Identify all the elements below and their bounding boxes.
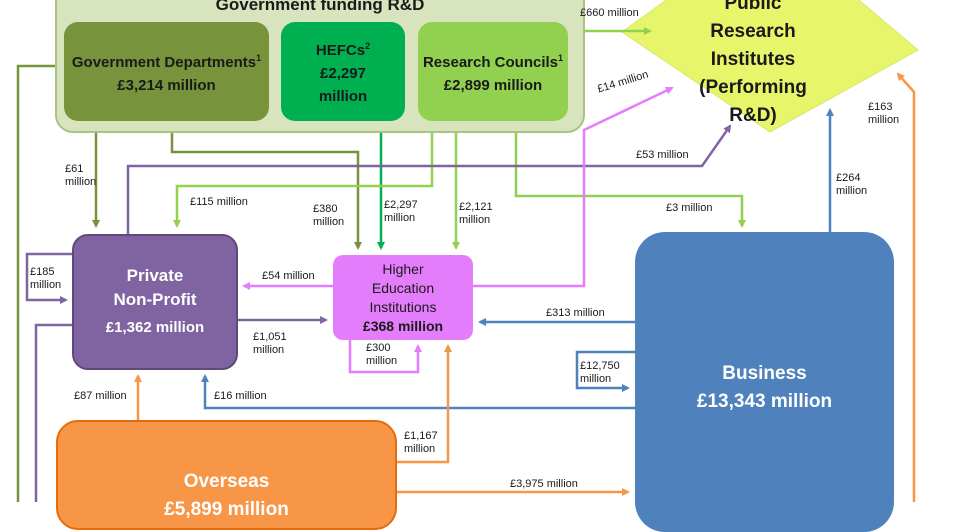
gov-departments-label: Government Departments — [71, 53, 257, 71]
flow-label-1051-amount: £1,051 — [253, 331, 287, 343]
research-councils-name: Research Councils1 — [423, 47, 563, 74]
arrow-hei-self — [348, 340, 422, 374]
arrow-business-to-pnp — [201, 374, 635, 410]
flow-label-1167-unit: million — [404, 443, 436, 455]
flow-label-12750-amount: £12,750 — [580, 360, 620, 372]
flow-label-264-amount: £264 — [836, 172, 861, 184]
flow-label-1167: £1,167 million — [404, 430, 438, 456]
flow-label-2121: £2,121 million — [459, 201, 493, 227]
flow-label-115: £115 million — [190, 196, 248, 208]
flow-label-185: £185 million — [30, 266, 61, 292]
gov-departments-name: Government Departments1 — [72, 47, 261, 74]
flow-diagram — [16, 0, 919, 502]
pri-line-1: Public — [724, 0, 782, 14]
pnp-line-2: Non-Profit — [113, 290, 197, 309]
arrow-councils-to-business — [514, 118, 746, 228]
arrow-pnp-self — [25, 252, 72, 304]
government-funding-title: Government funding R&D — [215, 0, 425, 14]
arrow-councils-to-pnp — [173, 118, 434, 228]
research-councils-amount: £2,899 million — [443, 76, 543, 94]
flow-label-16: £16 million — [214, 390, 267, 402]
higher-education-box: Higher Education Institutions £368 milli… — [333, 255, 473, 340]
research-councils-label: Research Councils — [422, 53, 559, 71]
research-councils-note: 1 — [558, 52, 564, 63]
pri-line-3: Institutes — [710, 49, 796, 70]
public-research-institutes-label: Public Research Institutes (Performing R… — [668, 0, 838, 130]
flow-label-380-amount: £380 — [313, 203, 338, 215]
pri-line-2: Research — [710, 21, 796, 42]
flow-label-3975: £3,975 million — [510, 478, 578, 490]
hei-line-1: Higher — [382, 260, 424, 277]
flow-label-2121-unit: million — [459, 214, 491, 226]
business-box: Business £13,343 million — [635, 232, 894, 532]
flow-label-1051: £1,051 million — [253, 331, 287, 357]
flow-label-163-unit: million — [868, 114, 900, 126]
hefcs-name-line: HEFCs2 — [316, 35, 370, 62]
flow-label-185-unit: million — [30, 279, 62, 291]
pri-line-5: R&D) — [729, 105, 777, 126]
overseas-amount: £5,899 million — [164, 499, 289, 520]
flow-label-1167-amount: £1,167 — [404, 430, 438, 442]
flow-label-12750: £12,750 million — [580, 360, 620, 386]
arrow-business-self — [575, 350, 635, 392]
flow-label-380-unit: million — [313, 216, 345, 228]
pnp-line-1: Private — [126, 266, 184, 285]
gov-departments-amount: £3,214 million — [117, 76, 216, 94]
flow-label-2297-unit: million — [384, 212, 416, 224]
overseas-box: Overseas £5,899 million — [56, 420, 397, 530]
flow-label-300-unit: million — [366, 355, 398, 367]
flow-label-264-unit: million — [836, 185, 868, 197]
hei-line-3: Institutions — [369, 298, 437, 315]
arrow-hei-to-pri — [473, 86, 674, 288]
flow-label-53: £53 million — [636, 149, 689, 161]
arrow-govdept-to-hei — [170, 118, 362, 250]
flow-label-61-amount: £61 — [65, 163, 84, 175]
flow-label-185-amount: £185 — [30, 266, 55, 278]
research-councils-box: Research Councils1 £2,899 million — [418, 22, 568, 121]
flow-label-300-amount: £300 — [366, 342, 391, 354]
arrow-pnp-outer — [34, 323, 72, 502]
flow-label-300: £300 million — [366, 342, 397, 368]
gov-departments-note: 1 — [256, 52, 262, 63]
arrow-overseas-to-pri — [896, 72, 916, 502]
flow-label-163-amount: £163 — [868, 101, 893, 113]
overseas-name: Overseas — [183, 471, 270, 492]
arrow-overseas-to-hei — [397, 344, 452, 464]
flow-label-264: £264 million — [836, 172, 867, 198]
government-departments-box: Government Departments1 £3,214 million — [64, 22, 269, 121]
flow-label-2297: £2,297 million — [384, 199, 418, 225]
flow-label-380: £380 million — [313, 203, 344, 229]
flow-label-3: £3 million — [666, 202, 713, 214]
pnp-amount: £1,362 million — [105, 319, 205, 336]
hefcs-label: HEFCs — [315, 42, 366, 59]
flow-label-2121-amount: £2,121 — [459, 201, 493, 213]
flow-label-87: £87 million — [74, 390, 127, 402]
arrow-govdept-outer — [16, 64, 66, 502]
hefcs-amount-unit: million — [318, 88, 368, 105]
flow-label-2297-amount: £2,297 — [384, 199, 418, 211]
flow-label-660: £660 million — [580, 7, 639, 19]
hefcs-amount: £2,297 — [320, 65, 366, 82]
flow-label-54: £54 million — [262, 270, 315, 282]
flow-label-313: £313 million — [546, 307, 605, 319]
flow-label-61-unit: million — [65, 176, 97, 188]
business-name: Business — [722, 363, 807, 384]
flow-label-163: £163 million — [868, 101, 899, 127]
private-non-profit-box: Private Non-Profit £1,362 million — [72, 234, 238, 370]
hei-amount: £368 million — [362, 317, 444, 334]
public-research-institutes-diamond — [621, 0, 919, 133]
flow-label-12750-unit: million — [580, 373, 612, 385]
business-amount: £13,343 million — [696, 391, 833, 412]
hefcs-note: 2 — [365, 41, 371, 51]
pri-line-4: (Performing — [699, 77, 807, 98]
flow-label-1051-unit: million — [253, 344, 285, 356]
flow-label-61: £61 million — [65, 163, 96, 189]
hefcs-box: HEFCs2 £2,297 million — [281, 22, 405, 121]
arrow-pnp-to-pri — [126, 124, 732, 234]
hei-line-2: Education — [371, 279, 435, 296]
